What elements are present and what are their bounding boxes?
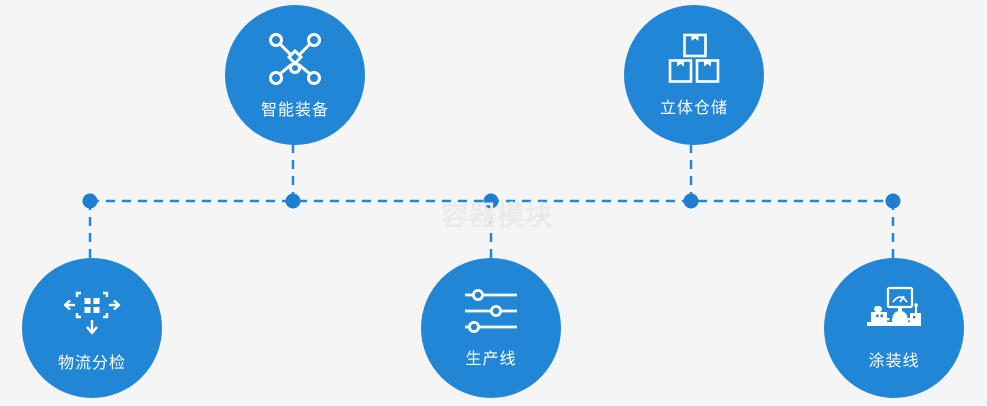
sliders-icon <box>463 288 519 334</box>
network-nodes-icon <box>267 31 323 87</box>
node-label-stereo-warehouse: 立体仓储 <box>659 97 728 117</box>
node-logistics-sorting[interactable]: 物流分检 <box>22 258 162 398</box>
joint-dot-production <box>483 193 499 209</box>
node-stereo-warehouse[interactable]: 立体仓储 <box>624 5 764 145</box>
joint-dot-smart <box>285 193 301 209</box>
node-smart-equipment[interactable]: 智能装备 <box>225 5 365 145</box>
node-label-logistics-sorting: 物流分检 <box>57 352 126 372</box>
factory-machine-icon <box>863 286 925 336</box>
sorting-arrows-icon <box>63 284 121 338</box>
joint-dot-coating <box>885 193 901 209</box>
node-label-coating-line: 涂装线 <box>868 350 920 370</box>
node-label-smart-equipment: 智能装备 <box>260 99 329 119</box>
watermark-text: 容器模块 <box>441 201 553 232</box>
joint-dot-sorting <box>82 193 98 209</box>
node-coating-line[interactable]: 涂装线 <box>824 258 964 398</box>
stacked-boxes-icon <box>667 33 721 85</box>
joint-dot-warehouse <box>683 193 699 209</box>
node-label-production-line: 生产线 <box>465 348 517 368</box>
node-production-line[interactable]: 生产线 <box>421 258 561 398</box>
